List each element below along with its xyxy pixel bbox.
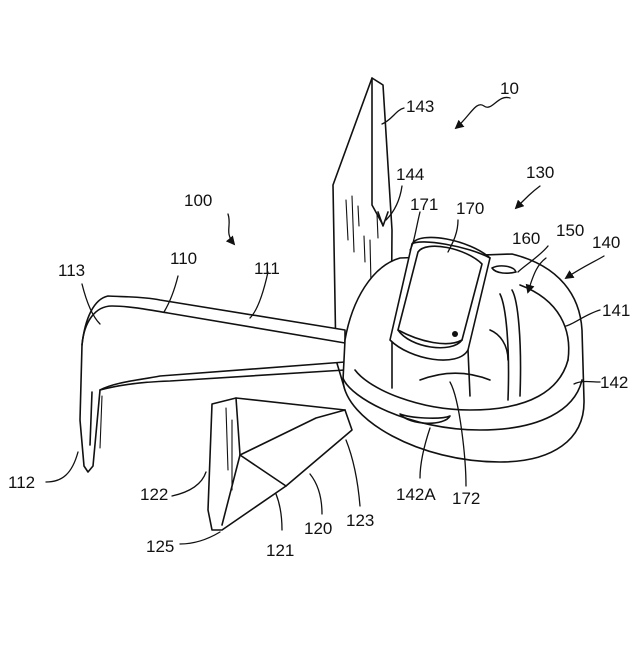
label-172: 172 [452, 489, 480, 508]
label-121: 121 [266, 541, 294, 560]
label-120: 120 [304, 519, 332, 538]
label-113: 113 [58, 261, 85, 280]
label-144: 144 [396, 165, 424, 184]
label-170: 170 [456, 199, 484, 218]
label-142: 142 [600, 373, 628, 392]
label-100: 100 [184, 191, 212, 210]
label-140: 140 [592, 233, 620, 252]
label-125: 125 [146, 537, 174, 556]
label-150: 150 [556, 221, 584, 240]
label-160: 160 [512, 229, 540, 248]
label-130: 130 [526, 163, 554, 182]
label-123: 123 [346, 511, 374, 530]
label-10: 10 [500, 79, 519, 98]
label-122: 122 [140, 485, 168, 504]
label-143: 143 [406, 97, 434, 116]
label-141: 141 [602, 301, 630, 320]
label-111: 111 [254, 259, 280, 278]
label-112: 112 [8, 473, 35, 492]
label-142A: 142A [396, 485, 436, 504]
label-110: 110 [170, 249, 197, 268]
label-171: 171 [410, 195, 438, 214]
